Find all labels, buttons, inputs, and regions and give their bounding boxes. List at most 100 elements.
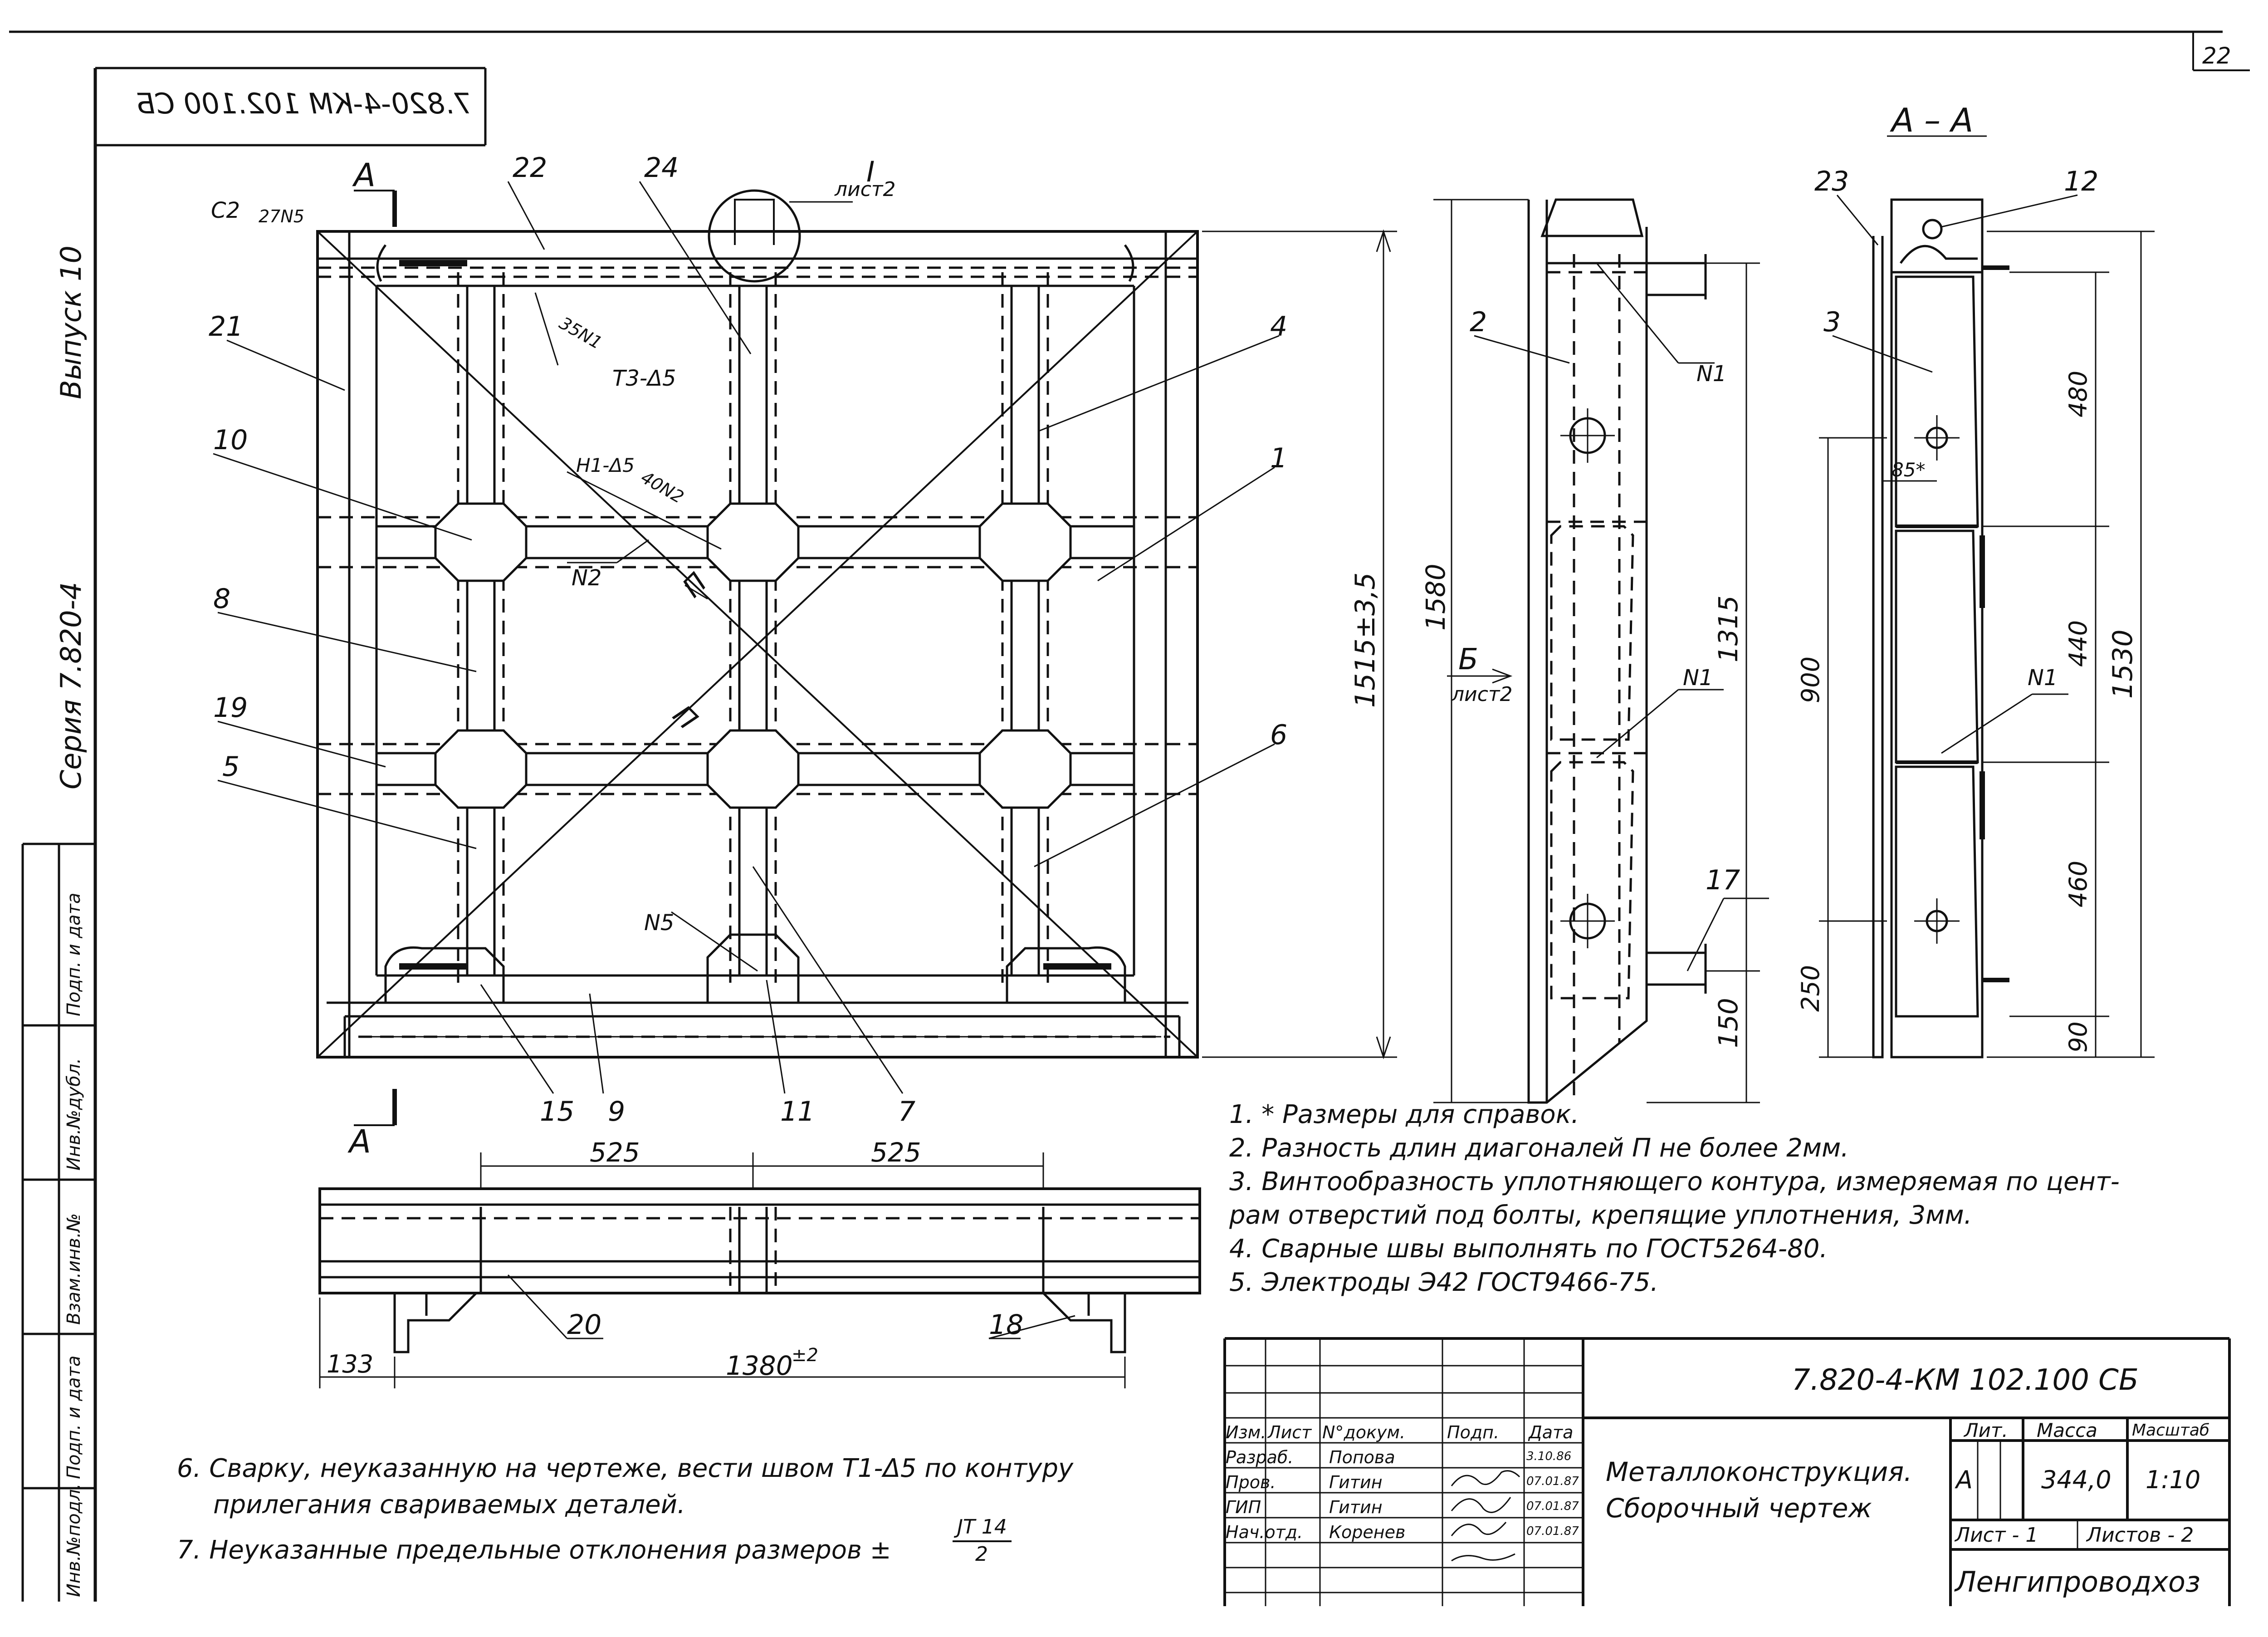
pos-1: 1 bbox=[1270, 442, 1287, 474]
issue-label: Выпуск 10 bbox=[54, 245, 88, 399]
tb-org: Ленгипроводхоз bbox=[1955, 1565, 2200, 1598]
tb-lit-value: А bbox=[1956, 1465, 1973, 1494]
pos-21: 21 bbox=[209, 311, 243, 343]
note-2: 2. Разность длин диагоналей П не более 2… bbox=[1229, 1133, 1849, 1163]
dim-1315: 1315 bbox=[1713, 595, 1744, 662]
title-block bbox=[1223, 1337, 2231, 1606]
pos-10: 10 bbox=[213, 424, 248, 456]
note-5: 5. Электроды Э42 ГОСТ9466-75. bbox=[1229, 1268, 1659, 1297]
note-7-fraction-bar bbox=[953, 1540, 1012, 1542]
tb-date-1: 3.10.86 bbox=[1526, 1450, 1572, 1463]
dim-1580: 1580 bbox=[1420, 564, 1451, 631]
weld-n5: N5 bbox=[644, 910, 674, 936]
notes-right: 1. * Размеры для справок. 2. Разность дл… bbox=[1229, 1098, 2120, 1299]
aa-pos-23: 23 bbox=[1814, 166, 1849, 197]
tb-scale-label: Масштаб bbox=[2132, 1421, 2210, 1440]
arrow-b-sheet: лист2 bbox=[1451, 683, 1513, 706]
tb-header-list: Лист bbox=[1268, 1422, 1312, 1442]
weld-c2: С2 bbox=[211, 198, 240, 223]
tb-name-line1: Металлоконструкция. bbox=[1606, 1456, 1912, 1487]
note-3-cont: рам отверстий под болты, крепящие уплотн… bbox=[1229, 1201, 1972, 1230]
tb-sheet-label: Лист - 1 bbox=[1955, 1524, 2038, 1547]
drawing-labels: 22 7.820-4-КМ 102.100 СБ А А I лист2 С2 … bbox=[136, 43, 2231, 1381]
bottom-dim-1380: 1380 bbox=[726, 1350, 793, 1381]
side-pos-2: 2 bbox=[1470, 306, 1487, 338]
margin-stamp-5: Подп. и дата bbox=[64, 892, 84, 1016]
tb-date-2: 07.01.87 bbox=[1526, 1475, 1579, 1488]
tb-name-3: Гитин bbox=[1329, 1497, 1383, 1517]
pos-9: 9 bbox=[608, 1096, 625, 1127]
pos-15: 15 bbox=[540, 1096, 574, 1127]
bottom-dim-525-a: 525 bbox=[590, 1137, 640, 1168]
note-7: 7. Неуказанные предельные отклонения раз… bbox=[177, 1535, 891, 1565]
section-mark-bottom: А bbox=[347, 1123, 371, 1160]
note-7-fraction-den: 2 bbox=[975, 1543, 988, 1566]
tb-role-3: ГИП bbox=[1226, 1497, 1261, 1517]
section-mark-top: А bbox=[352, 157, 376, 194]
aa-n1: N1 bbox=[2028, 665, 2058, 691]
tb-name-2: Гитин bbox=[1329, 1472, 1383, 1492]
tb-lit-label: Лит. bbox=[1964, 1419, 2008, 1441]
side-n1-b: N1 bbox=[1683, 665, 1713, 691]
pos-4: 4 bbox=[1270, 311, 1287, 343]
tb-role-1: Разраб. bbox=[1226, 1447, 1294, 1467]
diag-mark-2: П bbox=[666, 699, 703, 736]
margin-stamp-4: Инв.№дубл. bbox=[64, 1058, 84, 1171]
pos-11: 11 bbox=[780, 1096, 815, 1127]
weld-35n1: 35N1 bbox=[556, 313, 606, 353]
bottom-dim-133: 133 bbox=[327, 1350, 373, 1378]
tb-name-1: Попова bbox=[1329, 1447, 1395, 1467]
tb-header-date: Дата bbox=[1529, 1422, 1574, 1442]
side-view bbox=[1433, 198, 1769, 1104]
sheet-code-mirrored: 7.820-4-КМ 102.100 СБ bbox=[136, 87, 472, 120]
note-3: 3. Винтообразность уплотняющего контура,… bbox=[1229, 1167, 2120, 1196]
weld-h1: Н1-Δ5 bbox=[576, 454, 635, 476]
aa-dim-900: 900 bbox=[1796, 657, 1825, 703]
page-number: 22 bbox=[2202, 43, 2231, 69]
arrow-b: Б bbox=[1458, 643, 1478, 676]
tb-header-podp: Подп. bbox=[1447, 1422, 1500, 1442]
dim-150: 150 bbox=[1713, 998, 1744, 1048]
callout-detail: I bbox=[866, 155, 875, 188]
bottom-view bbox=[318, 1152, 1201, 1388]
title-code: 7.820-4-КМ 102.100 СБ bbox=[1792, 1363, 2139, 1397]
tb-date-3: 07.01.87 bbox=[1526, 1500, 1579, 1513]
aa-dim-250: 250 bbox=[1796, 965, 1825, 1012]
tb-role-2: Пров. bbox=[1226, 1472, 1276, 1492]
bottom-pos-20: 20 bbox=[567, 1309, 601, 1341]
weld-n2: N2 bbox=[572, 565, 601, 591]
tb-scale-value: 1:10 bbox=[2146, 1465, 2201, 1494]
tb-name-line2: Сборочный чертеж bbox=[1606, 1493, 1872, 1524]
callout-sheet: лист2 bbox=[834, 178, 896, 201]
aa-dim-460: 460 bbox=[2064, 861, 2092, 907]
tb-role-4: Нач.отд. bbox=[1226, 1522, 1303, 1542]
pos-5: 5 bbox=[222, 751, 240, 783]
side-pos-17: 17 bbox=[1706, 864, 1740, 896]
weld-27n5: 27N5 bbox=[259, 206, 304, 226]
tb-mass-label: Масса bbox=[2037, 1419, 2097, 1441]
pos-22: 22 bbox=[513, 152, 547, 184]
bottom-dim-1380-tol: ±2 bbox=[792, 1345, 818, 1366]
main-view bbox=[213, 181, 1397, 1126]
margin-stamp-2: Подп. и дата bbox=[64, 1355, 84, 1479]
tb-header-izm: Изм. bbox=[1226, 1422, 1266, 1442]
side-n1-a: N1 bbox=[1696, 361, 1726, 387]
weld-t3: Т3-Δ5 bbox=[612, 366, 676, 391]
tb-date-4: 07.01.87 bbox=[1526, 1524, 1579, 1538]
aa-dim-1530: 1530 bbox=[2107, 629, 2139, 699]
pos-19: 19 bbox=[213, 692, 248, 724]
pos-6: 6 bbox=[1270, 719, 1287, 751]
tb-header-doc: N°докум. bbox=[1322, 1422, 1406, 1442]
note-4: 4. Сварные швы выполнять по ГОСТ5264-80. bbox=[1229, 1234, 1828, 1264]
weld-40n2: 40N2 bbox=[638, 467, 687, 508]
pos-24: 24 bbox=[644, 152, 679, 184]
pos-7: 7 bbox=[898, 1096, 915, 1127]
margin-stamp-1: Инв.№подл. bbox=[64, 1483, 84, 1597]
series-label: Серия 7.820-4 bbox=[54, 582, 88, 789]
aa-dim-90: 90 bbox=[2064, 1021, 2092, 1053]
note-6-line1: 6. Сварку, неуказанную на чертеже, вести… bbox=[177, 1454, 1074, 1483]
note-6-line2: прилегания свариваемых деталей. bbox=[213, 1490, 685, 1519]
aa-pos-3: 3 bbox=[1823, 306, 1841, 338]
aa-pos-12: 12 bbox=[2064, 166, 2098, 197]
aa-dim-85: 85* bbox=[1892, 459, 1925, 481]
